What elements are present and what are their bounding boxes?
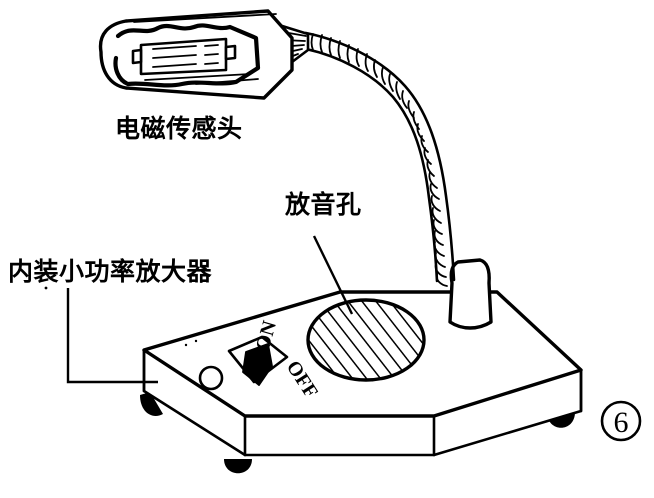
switch-lever-outline	[242, 343, 273, 386]
sound-hole-label: 放音孔	[284, 190, 362, 219]
sensor-internal-component	[131, 37, 237, 76]
figure-number-text: 6	[614, 406, 629, 439]
amplifier-leader-line	[66, 288, 158, 384]
amplifier-base	[140, 290, 583, 474]
sensor-head-front-cap	[99, 19, 128, 90]
amplifier-label: 内装小功率放大器	[8, 257, 213, 286]
speaker-grille	[306, 298, 426, 382]
gooseneck	[304, 31, 456, 287]
sensor-head-label: 电磁传感头	[115, 114, 243, 143]
pedestal-cone	[448, 258, 493, 330]
neck-pedestal	[448, 258, 493, 330]
indicator-lamp-icon	[198, 365, 224, 391]
power-toggle-switch[interactable]	[227, 335, 289, 386]
foot-front	[224, 459, 252, 474]
component-tab-right	[224, 44, 237, 61]
figure-number: 6	[600, 400, 642, 442]
sensor-head-inner-floor-2	[195, 78, 259, 85]
electromagnetic-sensor-head	[98, 9, 294, 100]
gooseneck-coils	[310, 33, 448, 287]
component-tab-left	[131, 48, 143, 65]
foot-left	[140, 392, 163, 416]
pedestal-base-ellipse	[448, 320, 493, 330]
base-texture-marks	[184, 339, 198, 347]
switch-lever-edge	[258, 343, 269, 386]
sensor-head-top-highlight	[133, 13, 277, 23]
gooseneck-inner-edge	[304, 47, 439, 283]
sensor-head-cutaway	[113, 23, 261, 88]
gooseneck-outer-edge	[304, 31, 456, 282]
sensor-head-inner-floor	[144, 73, 251, 81]
sound-hole-leader-line	[312, 235, 354, 315]
amplifier-leader-dot	[44, 286, 48, 290]
